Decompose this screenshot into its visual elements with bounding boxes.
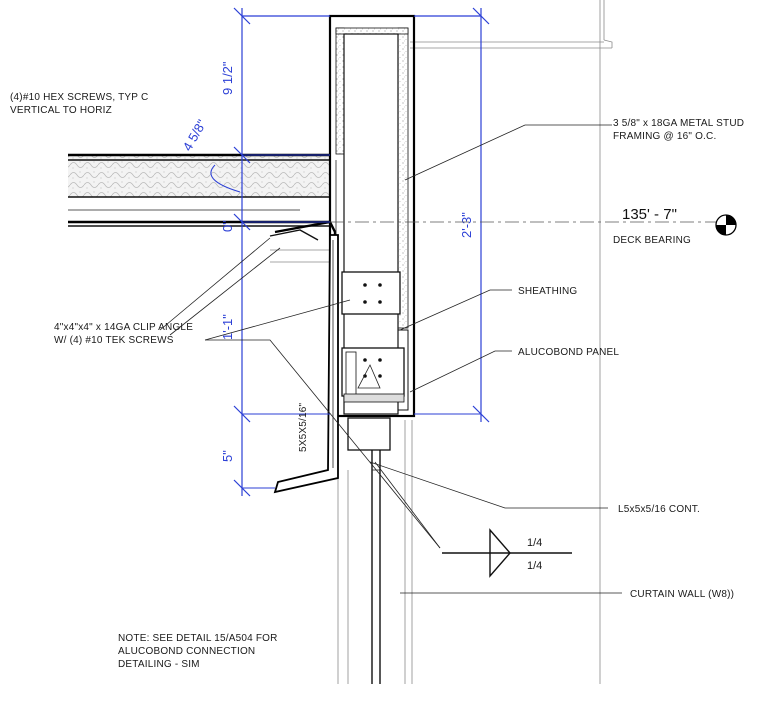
clip-angle-label-line1: 4"x4"x4" x 14GA CLIP ANGLE — [54, 322, 193, 333]
angle-size-vertical: 5X5X5/16" — [298, 402, 309, 452]
note-line1: NOTE: SEE DETAIL 15/A504 FOR — [118, 633, 278, 644]
weld-size-bottom: 1/4 — [527, 560, 542, 572]
leader-lines — [159, 124, 622, 594]
dim-two-three: 2'-3" — [459, 212, 474, 238]
dim-nine-half: 9 1/2" — [220, 61, 235, 95]
weld-size-top: 1/4 — [527, 537, 542, 549]
weld-symbol — [442, 528, 572, 578]
l-angle-label: L5x5x5/16 CONT. — [618, 504, 700, 515]
clip-angle-label-line2: W/ (4) #10 TEK SCREWS — [54, 335, 174, 346]
alucobond-label: ALUCOBOND PANEL — [518, 347, 619, 358]
metal-stud-label-line2: FRAMING @ 16" O.C. — [613, 131, 716, 142]
steel-angle — [273, 234, 339, 494]
parapet-wall — [328, 14, 416, 418]
dim-one-one: 1'-1" — [220, 314, 235, 340]
note-line2: ALUCOBOND CONNECTION — [118, 646, 255, 657]
dim-four-five-eighths: 4 5/8" — [180, 117, 210, 154]
clip-angle-upper — [341, 271, 401, 315]
curtain-wall-label: CURTAIN WALL (W8)) — [630, 589, 734, 600]
metal-stud-label-line1: 3 5/8" x 18GA METAL STUD — [613, 118, 744, 129]
curtain-wall-head — [347, 417, 391, 684]
existing-building-lines — [337, 0, 613, 684]
elevation-name: DECK BEARING — [613, 235, 691, 246]
dim-zero: 0" — [220, 220, 235, 232]
note-line3: DETAILING - SIM — [118, 659, 200, 670]
hex-screws-label-line1: (4)#10 HEX SCREWS, TYP C — [10, 92, 148, 103]
dimension-string-right — [414, 7, 490, 423]
elevation-value: 135' - 7" — [622, 206, 677, 223]
sheathing-label: SHEATHING — [518, 286, 577, 297]
elevation-marker-icon — [715, 214, 737, 236]
hex-screws-label-line2: VERTICAL TO HORIZ — [10, 105, 112, 116]
clip-angle-lower — [341, 347, 405, 403]
dimension-string-left — [210, 7, 330, 497]
roof-deck-assembly — [68, 153, 337, 263]
dim-five: 5" — [220, 450, 235, 462]
